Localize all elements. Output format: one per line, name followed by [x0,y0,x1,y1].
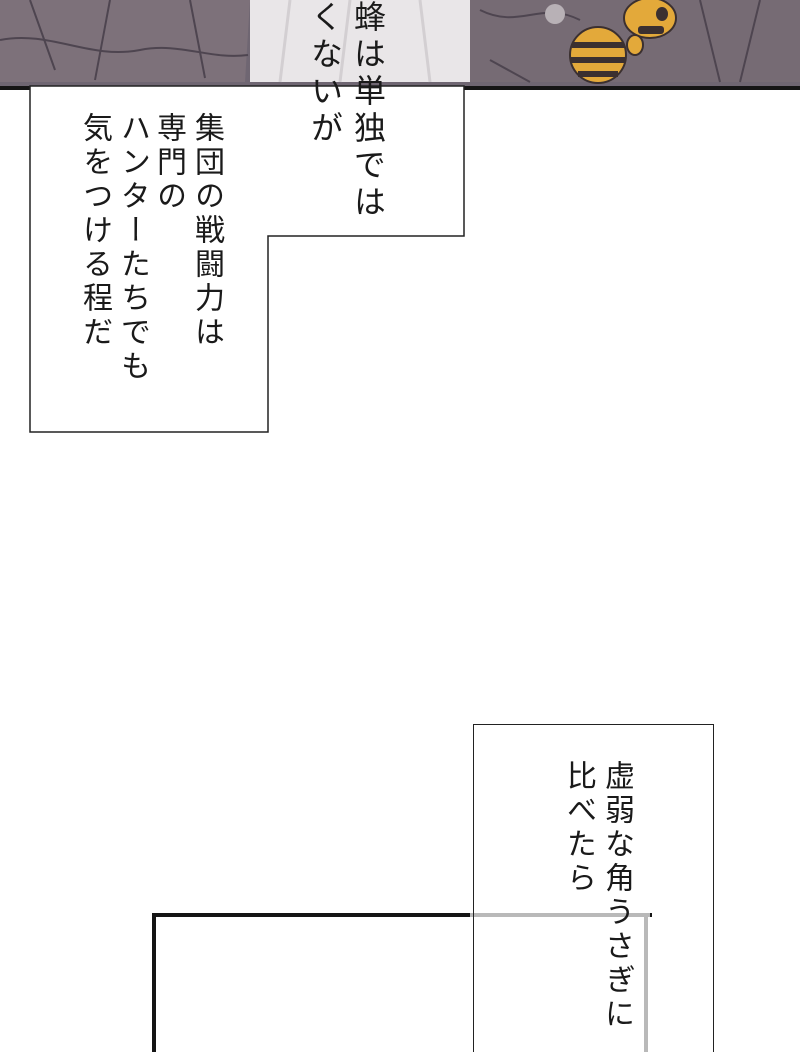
caption-box-bottom [473,724,714,1052]
caption-top: 蜂は単独では [348,0,388,222]
lower-panel-border-grey-v [644,913,648,1052]
caption-middle-line2: 専門の [151,112,186,214]
lower-panel-border [152,913,652,1052]
caption-bottom-line2: 比べたら [561,760,596,896]
caption-middle-line1: 集団の戦闘力は [189,112,224,350]
caption-top-line2: くないが [306,0,344,148]
caption-top-line1: 蜂は単独では [349,0,387,222]
caption-bottom-line1: 虚弱な角うさぎに [599,760,634,1032]
caption-middle-line3: ハンターたちでも [115,112,150,384]
caption-top-2: くないが [305,0,345,148]
caption-middle-line4: 気をつける程だ [77,112,112,350]
caption-box-frame [29,85,465,433]
lower-panel-border-grey [470,913,650,917]
top-art-panel [0,0,800,90]
bee-creature-icon [545,0,677,84]
cave-scene [0,0,800,90]
